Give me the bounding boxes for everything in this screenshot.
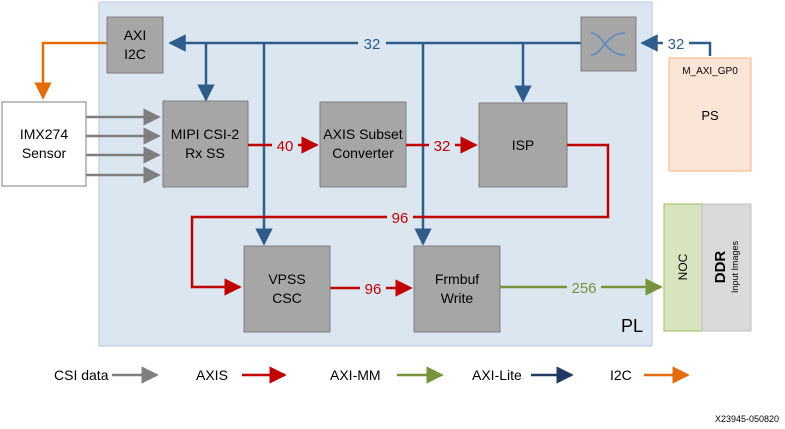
interconnect-block[interactable] — [580, 16, 637, 72]
i2c-link — [34, 41, 107, 100]
ddr-sub-label: Input Images — [730, 240, 740, 293]
ddr-label: DDR — [712, 251, 729, 284]
vpss-line2: CSC — [272, 290, 302, 306]
frmbuf-write-block[interactable] — [413, 245, 501, 333]
ps-port-label: M_AXI_GP0 — [682, 66, 738, 77]
sensor-line1: IMX274 — [20, 126, 68, 142]
mipi-line2: Rx SS — [185, 145, 225, 161]
ps-label: PS — [701, 108, 719, 123]
legend-axis-label: AXIS — [196, 367, 228, 383]
legend-aximm-label: AXI-MM — [330, 367, 381, 383]
vpss-to-frmbuf-width: 96 — [365, 281, 382, 298]
figure-id: X23945-050820 — [715, 414, 779, 424]
csi-data-lanes — [86, 108, 161, 184]
axi-i2c-block[interactable] — [106, 16, 164, 74]
noc-label: NOC — [676, 253, 690, 280]
axi-lite-main-width: 32 — [364, 36, 381, 53]
sensor-line2: Sensor — [22, 145, 67, 161]
axis-subset-line2: Converter — [332, 145, 394, 161]
legend-i2c-label: I2C — [610, 367, 632, 383]
axi-lite-ps-width-bg — [663, 35, 689, 51]
pl-label: PL — [621, 316, 643, 336]
mipi-width-bg — [272, 136, 298, 153]
frmbuf-line2: Write — [441, 290, 474, 306]
legend-axilite-label: AXI-Lite — [472, 367, 522, 383]
isp-label: ISP — [512, 137, 535, 153]
axis-subset-line1: AXIS Subset — [323, 126, 402, 142]
ddr-block[interactable] — [701, 203, 752, 332]
vpss-width-bg — [360, 279, 386, 296]
legend-csi-label: CSI data — [54, 367, 109, 383]
sensor-block[interactable] — [1, 101, 87, 187]
isp-return-width: 96 — [392, 210, 409, 227]
isp-block[interactable] — [478, 102, 568, 188]
legend: CSI data AXIS AXI-MM AXI-Lite I2C — [54, 366, 690, 384]
frmbuf-to-noc-width: 256 — [571, 280, 596, 297]
subset-to-isp-width: 32 — [434, 138, 451, 155]
vpss-csc-block[interactable] — [243, 245, 331, 333]
crossbar-icon — [590, 32, 626, 56]
ps-block[interactable] — [668, 57, 752, 172]
vpss-line1: VPSS — [268, 271, 305, 287]
axi-i2c-line1: AXI — [124, 27, 147, 43]
mipi-csi2-block[interactable] — [162, 100, 249, 188]
subset-width-bg — [429, 136, 455, 153]
axi-mm-width-bg — [567, 278, 601, 295]
axis-subset-block[interactable] — [319, 101, 407, 188]
isp-return-width-bg — [387, 209, 413, 226]
axi-lite-ps-width: 32 — [668, 36, 685, 53]
mipi-line1: MIPI CSI-2 — [171, 126, 240, 142]
axi-i2c-line2: I2C — [124, 46, 146, 62]
axi-lite-main-width-bg — [358, 35, 386, 51]
mipi-to-subset-width: 40 — [277, 138, 294, 155]
frmbuf-line1: Frmbuf — [435, 271, 479, 287]
